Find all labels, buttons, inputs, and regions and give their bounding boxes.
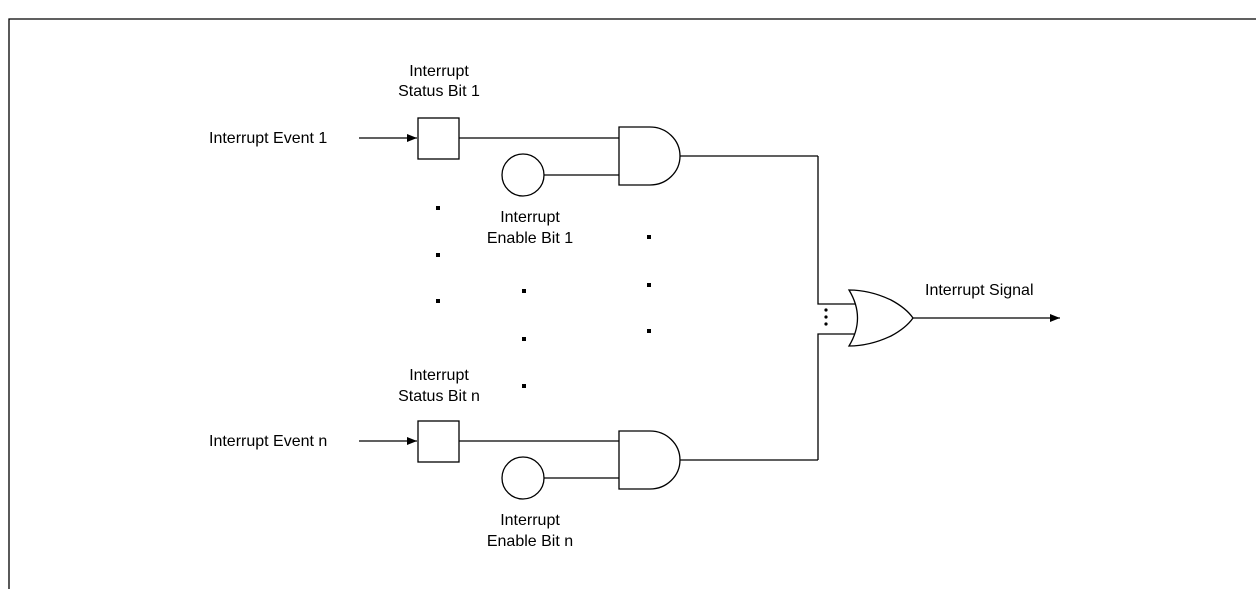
or-input-wire-top xyxy=(817,156,858,305)
ellipsis-dot-status-1 xyxy=(436,206,440,210)
enable-bit-1-label-line1: Interrupt xyxy=(500,209,560,226)
or-gate xyxy=(847,289,914,347)
event-1-label: Interrupt Event 1 xyxy=(209,130,327,147)
ellipsis-dot-status-3 xyxy=(436,299,440,303)
event-n-label: Interrupt Event n xyxy=(209,433,327,450)
status-bit-n-label-line2: Status Bit n xyxy=(398,388,480,405)
interrupt-signal-label: Interrupt Signal xyxy=(925,282,1034,299)
ellipsis-dot-and-2 xyxy=(647,283,651,287)
ellipsis-dot-enable-1 xyxy=(522,289,526,293)
ellipsis-dot-enable-3 xyxy=(522,384,526,388)
or-input-wire-bottom xyxy=(817,333,858,460)
or-input-ellipsis-dot-3 xyxy=(824,322,828,326)
enable-bit-1-circle xyxy=(501,153,545,197)
ellipsis-dot-enable-2 xyxy=(522,337,526,341)
and-gate-n xyxy=(618,430,681,490)
status-bit-1-label-line1: Interrupt xyxy=(409,63,469,80)
status-bit-n-label-line1: Interrupt xyxy=(409,367,469,384)
enable-bit-1-label-line2: Enable Bit 1 xyxy=(487,230,573,247)
enable-bit-n-circle xyxy=(501,456,545,500)
enable-bit-n-label-line1: Interrupt xyxy=(500,512,560,529)
enable-bit-n-label-line2: Enable Bit n xyxy=(487,533,573,550)
or-input-ellipsis-dot-1 xyxy=(824,308,828,312)
and-gate-1 xyxy=(618,126,681,186)
ellipsis-dot-and-1 xyxy=(647,235,651,239)
frame-border xyxy=(8,18,1256,589)
status-bit-n-box xyxy=(417,420,460,463)
status-bit-1-label-line2: Status Bit 1 xyxy=(398,83,480,100)
ellipsis-dot-and-3 xyxy=(647,329,651,333)
status-bit-1-box xyxy=(417,117,460,160)
ellipsis-dot-status-2 xyxy=(436,253,440,257)
or-input-ellipsis-dot-2 xyxy=(824,315,828,319)
